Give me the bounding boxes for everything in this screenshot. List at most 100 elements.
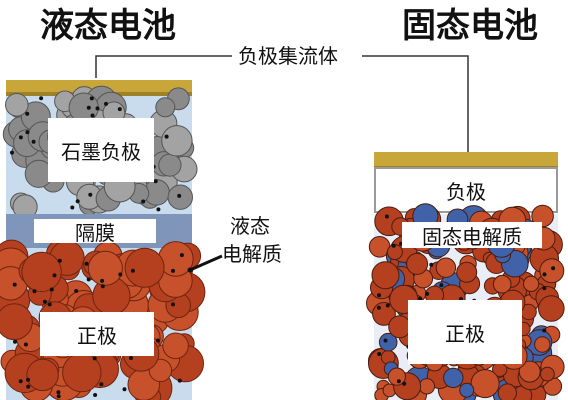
liquid-cathode-box: 正极 xyxy=(40,312,154,356)
carbon-dot xyxy=(377,352,382,356)
particle xyxy=(523,275,540,292)
solid-electrolyte-box: 固态电解质 xyxy=(402,222,542,249)
carbon-dot xyxy=(542,328,547,333)
particle xyxy=(443,367,464,389)
carbon-dot xyxy=(32,289,37,294)
carbon-dot xyxy=(377,293,381,298)
particle xyxy=(155,97,176,118)
current-collector-label: 负极集流体 xyxy=(238,44,338,68)
carbon-dot xyxy=(551,266,556,271)
carbon-dot xyxy=(84,261,89,266)
carbon-dot xyxy=(418,296,423,301)
carbon-dot xyxy=(155,338,160,343)
particle xyxy=(161,125,193,157)
carbon-dot xyxy=(89,96,94,101)
carbon-dot xyxy=(18,135,23,140)
carbon-dot xyxy=(171,268,175,273)
particle xyxy=(459,382,475,398)
carbon-dot xyxy=(95,106,100,111)
carbon-dot xyxy=(164,134,169,139)
carbon-dot xyxy=(74,289,79,293)
solid-anode-box: 负极 xyxy=(446,179,486,204)
collector-leader-right xyxy=(362,55,469,152)
particle xyxy=(531,204,554,228)
carbon-dot xyxy=(156,207,161,212)
particle xyxy=(0,303,33,341)
carbon-dot xyxy=(26,377,30,382)
carbon-dot xyxy=(93,393,98,397)
carbon-dot xyxy=(117,107,122,112)
carbon-dot xyxy=(141,199,146,204)
carbon-dot xyxy=(92,356,97,361)
carbon-dot xyxy=(47,302,52,307)
carbon-dot xyxy=(18,379,23,384)
carbon-dot xyxy=(439,283,444,288)
carbon-dot xyxy=(13,339,17,344)
particle xyxy=(470,369,500,399)
carbon-dot xyxy=(39,96,44,101)
particle xyxy=(371,261,400,290)
carbon-dot xyxy=(100,284,105,289)
particle xyxy=(158,153,182,177)
liquid-electrolyte-label-line2: 电解质 xyxy=(222,242,282,266)
carbon-dot xyxy=(25,130,30,135)
particle xyxy=(518,360,541,383)
carbon-dot xyxy=(118,272,123,277)
particle xyxy=(26,358,59,392)
solid-current-collector xyxy=(374,152,558,166)
carbon-dot xyxy=(376,305,381,310)
carbon-dot xyxy=(425,291,430,296)
carbon-dot xyxy=(12,282,17,287)
carbon-dot xyxy=(130,268,135,273)
carbon-dot xyxy=(391,243,396,248)
carbon-dot xyxy=(542,286,547,291)
liquid-battery-title: 液态电池 xyxy=(40,6,176,46)
particle xyxy=(162,332,189,360)
carbon-dot xyxy=(104,101,108,106)
carbon-dot xyxy=(100,278,105,283)
carbon-dot xyxy=(384,214,389,219)
particle xyxy=(539,258,565,284)
particle xyxy=(456,261,478,283)
carbon-dot xyxy=(56,394,61,399)
particle xyxy=(534,336,551,353)
particle xyxy=(21,251,62,293)
carbon-dot xyxy=(49,287,54,292)
carbon-dot xyxy=(171,302,175,307)
separator-box: 隔膜 xyxy=(34,219,156,245)
carbon-dot xyxy=(177,378,182,383)
carbon-dot xyxy=(75,199,80,204)
carbon-dot xyxy=(429,262,434,267)
particle xyxy=(497,383,517,400)
particle xyxy=(418,378,436,395)
carbon-dot xyxy=(86,277,91,282)
carbon-dot xyxy=(57,258,62,263)
particle xyxy=(124,247,165,288)
carbon-dot xyxy=(26,384,31,389)
solid-battery-title: 固态电池 xyxy=(402,6,538,46)
particle xyxy=(538,295,565,322)
collector-leader-left xyxy=(95,55,232,78)
carbon-dot xyxy=(31,139,36,144)
particle xyxy=(4,93,29,117)
carbon-dot xyxy=(42,299,47,304)
liquid-electrolyte-label-line1: 液态 xyxy=(230,214,270,238)
carbon-dot xyxy=(23,342,28,347)
particle xyxy=(378,332,398,352)
carbon-dot xyxy=(542,272,547,277)
carbon-dot xyxy=(99,382,104,387)
carbon-dot xyxy=(385,303,390,308)
particle xyxy=(435,257,457,278)
liquid-electrolyte-leader xyxy=(189,254,223,272)
particle xyxy=(492,274,512,294)
carbon-dot xyxy=(70,205,75,210)
carbon-dot xyxy=(383,338,388,343)
graphite-anode-box: 石墨负极 xyxy=(48,118,154,182)
carbon-dot xyxy=(153,179,158,184)
carbon-dot xyxy=(122,387,127,392)
solid-cathode-box: 正极 xyxy=(408,300,522,364)
carbon-dot xyxy=(402,381,407,386)
carbon-dot xyxy=(177,193,182,198)
carbon-dot xyxy=(56,390,61,395)
carbon-dot xyxy=(88,192,93,197)
